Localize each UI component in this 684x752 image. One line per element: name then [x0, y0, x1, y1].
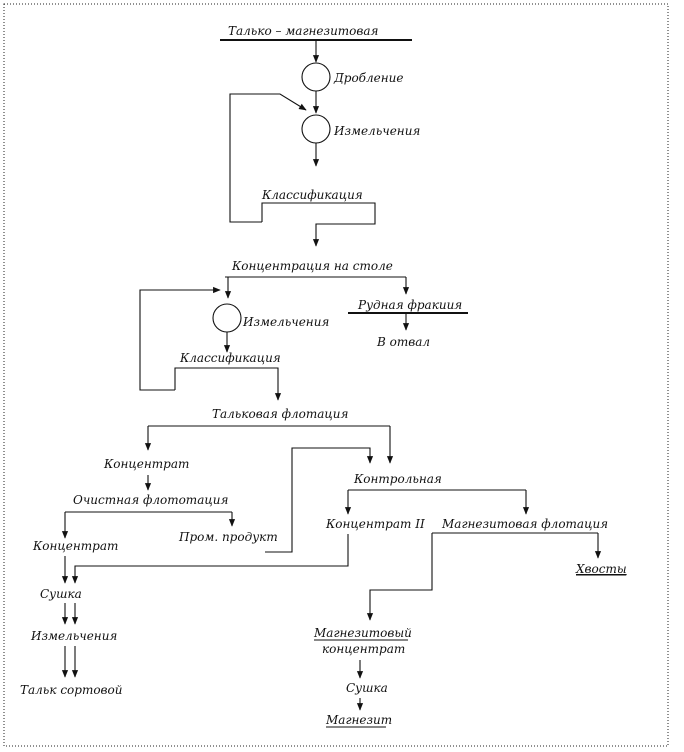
- drying-label-2: Сушка: [346, 681, 388, 695]
- middlings-label: Пром. продукт: [178, 530, 278, 544]
- concentrate-label-1: Концентрат: [103, 457, 189, 471]
- recycle-loop-1: [229, 93, 307, 223]
- concentrate-ii-label: Концентрат II: [325, 517, 425, 531]
- grinding-label-2: Измельчения: [242, 315, 329, 329]
- magnesite-conc-label-2: концентрат: [322, 642, 405, 656]
- classification-label-1: Классификация: [261, 188, 363, 202]
- concentrate-label-2: Концентрат: [32, 539, 118, 553]
- concentrate-ii-return: [71, 534, 349, 584]
- talc-flotation-label: Тальковая флотация: [212, 407, 349, 421]
- magnesite-label: Магнезит: [325, 713, 392, 727]
- classification-1-box: [261, 202, 376, 247]
- drying-label-1: Сушка: [40, 587, 82, 601]
- classification-2-box: [174, 367, 282, 401]
- talc-grade-label: Тальк сортовой: [20, 683, 122, 697]
- magnesite-flotation-label: Магнезитовая флотация: [441, 517, 608, 531]
- title-label: Талько – магнезитовая: [228, 24, 379, 38]
- grinding-circle-icon: [301, 114, 331, 144]
- crushing-label: Дробление: [333, 71, 403, 85]
- to-dump-label: В отвал: [376, 335, 430, 349]
- recycle-loop-2: [139, 286, 221, 391]
- table-concentration-label: Концентрация на столе: [231, 259, 393, 273]
- middlings-return: [265, 447, 374, 553]
- crushing-circle-icon: [301, 62, 331, 92]
- grinding-circle-icon-2: [212, 303, 242, 333]
- page-border: [3, 3, 669, 747]
- flow-arrow: [366, 533, 433, 621]
- magnesite-conc-label-1: Магнезитовый: [313, 626, 412, 640]
- grinding-label-3: Измельчения: [30, 629, 117, 643]
- grinding-label-1: Измельчения: [333, 124, 420, 138]
- cleaner-flotation-label: Очистная флототация: [73, 493, 228, 507]
- control-label: Контрольная: [353, 472, 442, 486]
- tailings-label: Хвосты: [575, 562, 627, 576]
- classification-label-2: Классификация: [179, 351, 281, 365]
- ore-fraction-label: Рудная фракиия: [357, 298, 462, 312]
